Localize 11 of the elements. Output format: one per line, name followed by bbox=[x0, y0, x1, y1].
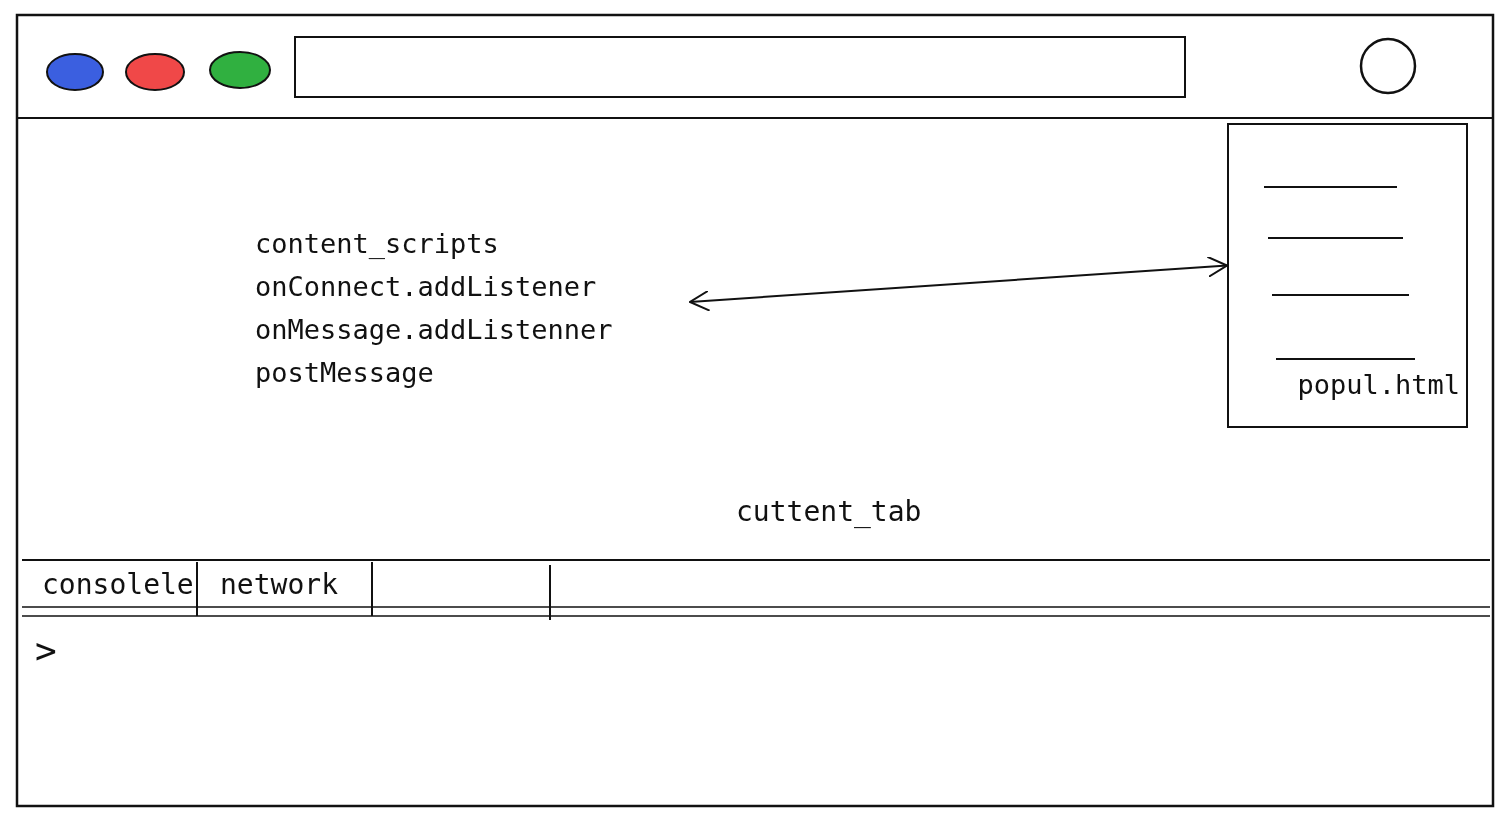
tab-label: network bbox=[220, 568, 338, 601]
popup-panel bbox=[1227, 123, 1468, 428]
code-line: onMessage.addListenner bbox=[255, 313, 613, 347]
double-arrow bbox=[689, 255, 1228, 312]
code-line: postMessage bbox=[255, 356, 434, 390]
page-label: cuttent_tab bbox=[736, 495, 922, 528]
code-line: content_scripts bbox=[255, 227, 499, 261]
code-line: onConnect.addListener bbox=[255, 270, 597, 304]
console-prompt: > bbox=[35, 630, 57, 671]
tab-label: consolele bbox=[42, 568, 194, 601]
file-name: popul.html bbox=[1297, 368, 1460, 402]
